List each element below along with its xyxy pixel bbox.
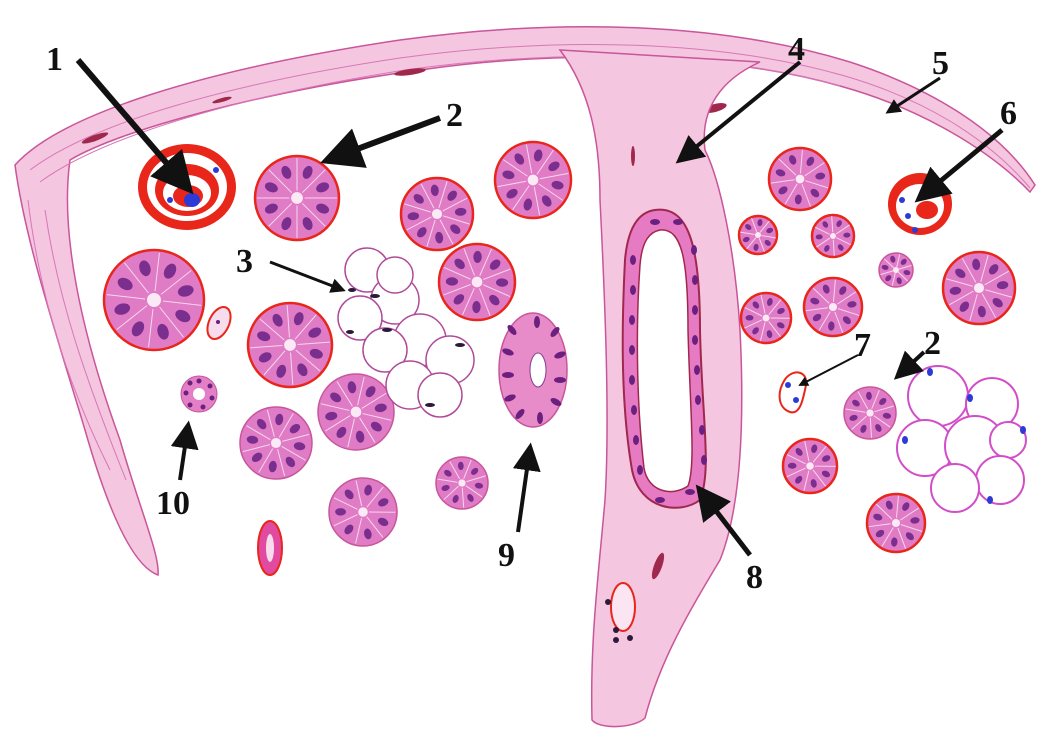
acinus [879,253,913,287]
acinus [812,215,854,257]
acinus [104,250,204,350]
blood-vessel-7 [780,372,807,412]
striated-duct [499,313,567,427]
interlobular-duct [623,210,707,508]
label-2-left: 2 [446,97,463,134]
label-5: 5 [932,45,949,82]
label-8: 8 [746,559,763,596]
label-4: 4 [788,31,805,68]
acinus [943,252,1015,324]
acinus [439,244,515,320]
small-duct-bottom [258,521,282,575]
acinus [495,142,571,218]
acinus [867,494,925,552]
adipocyte-cluster-right [897,366,1026,512]
acinus [248,303,332,387]
acinus [401,178,473,250]
label-7: 7 [854,327,871,364]
acinus [739,216,777,254]
acinus [329,478,397,546]
intercalated-duct [181,376,217,412]
acinus [769,148,831,210]
acinus [318,374,394,450]
acinus [741,293,791,343]
label-2-right: 2 [924,325,941,362]
acinus [783,439,837,493]
label-3: 3 [236,243,253,280]
acinus [844,387,896,439]
acinus [255,156,339,240]
small-oval-duct [203,303,235,342]
label-10: 10 [156,485,190,522]
label-1: 1 [46,41,63,78]
acinus [436,457,488,509]
label-9: 9 [498,537,515,574]
leader-arrows [78,60,1002,555]
acinus [240,407,312,479]
label-6: 6 [1000,95,1017,132]
